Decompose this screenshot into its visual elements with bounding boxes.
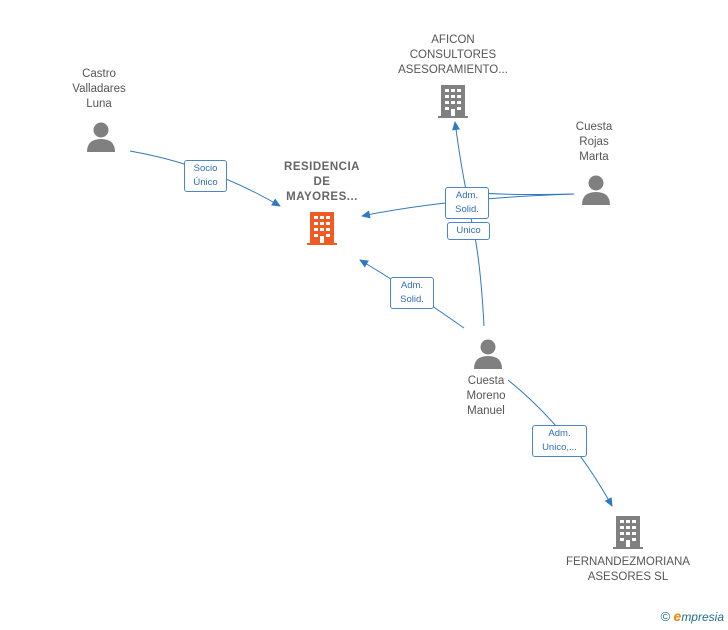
label-line: AFICON [431, 34, 475, 46]
edge-label-line: Unico,... [542, 442, 577, 453]
label-line: ASESORES SL [587, 571, 669, 583]
edge-label-line: Socio [193, 163, 218, 174]
edge-label-adm-unico[interactable]: Adm. Unico,... [532, 425, 587, 457]
edge-label-line: Único [193, 177, 218, 188]
edge-label-line: Adm. [455, 190, 479, 201]
label-line: RESIDENCIA [284, 161, 360, 173]
label-line: ASESORAMIENTO... [398, 64, 508, 76]
person-icon [582, 175, 610, 205]
brand-name: mpresia [681, 610, 724, 624]
label-line: MAYORES... [286, 191, 358, 203]
node-residencia[interactable]: RESIDENCIA DE MAYORES... [262, 160, 382, 250]
node-fernandezmoriana-label: FERNANDEZMORIANA ASESORES SL [559, 555, 697, 585]
edge-label-adm-solid-moreno[interactable]: Adm. Solid. [390, 277, 434, 309]
building-icon [613, 516, 643, 549]
node-aficon[interactable]: AFICON CONSULTORES ASESORAMIENTO... [390, 33, 516, 123]
label-line: Manuel [467, 405, 505, 417]
label-line: Rojas [579, 136, 609, 148]
node-cuesta-rojas-marta[interactable]: Cuesta Rojas Marta [549, 120, 639, 210]
label-line: DE [313, 176, 331, 188]
node-cuesta-moreno-label: Cuesta Moreno Manuel [441, 374, 531, 419]
edge-label-unico[interactable]: Unico [447, 222, 490, 240]
label-line: Cuesta [575, 121, 613, 133]
copyright-icon: © [660, 609, 671, 624]
label-line: Marta [579, 151, 609, 163]
label-line: Moreno [466, 390, 506, 402]
node-cuesta-moreno-manuel[interactable]: Cuesta Moreno Manuel [441, 338, 531, 422]
building-icon [438, 85, 468, 118]
node-aficon-label: AFICON CONSULTORES ASESORAMIENTO... [390, 33, 516, 78]
brand-logo-e: e [673, 608, 682, 624]
label-line: Valladares [72, 83, 126, 95]
edge-label-line: Solid. [400, 294, 424, 305]
label-line: CONSULTORES [409, 49, 497, 61]
node-cuesta-rojas-label: Cuesta Rojas Marta [549, 120, 639, 165]
edge-label-line: Solid. [455, 204, 479, 215]
node-castro-label: Castro Valladares Luna [54, 67, 144, 112]
edge-label-line: Adm. [400, 280, 424, 291]
label-line: Castro [82, 68, 116, 80]
edge-label-line: Unico [456, 225, 481, 236]
building-icon [307, 212, 337, 245]
label-line: Cuesta [467, 375, 505, 387]
person-icon [474, 339, 502, 369]
node-castro-valladares-luna[interactable]: Castro Valladares Luna [54, 67, 144, 157]
person-icon [87, 122, 115, 152]
edge-label-adm-solid-rojas[interactable]: Adm. Solid. [445, 187, 489, 219]
edge-label-line: Adm. [548, 428, 571, 439]
edge-label-socio-unico[interactable]: Socio Único [184, 160, 227, 192]
node-fernandezmoriana[interactable]: FERNANDEZMORIANA ASESORES SL [559, 514, 697, 586]
empresia-watermark: © empresia [661, 608, 724, 624]
node-residencia-label: RESIDENCIA DE MAYORES... [262, 160, 382, 205]
label-line: FERNANDEZMORIANA [566, 556, 690, 568]
label-line: Luna [86, 98, 112, 110]
